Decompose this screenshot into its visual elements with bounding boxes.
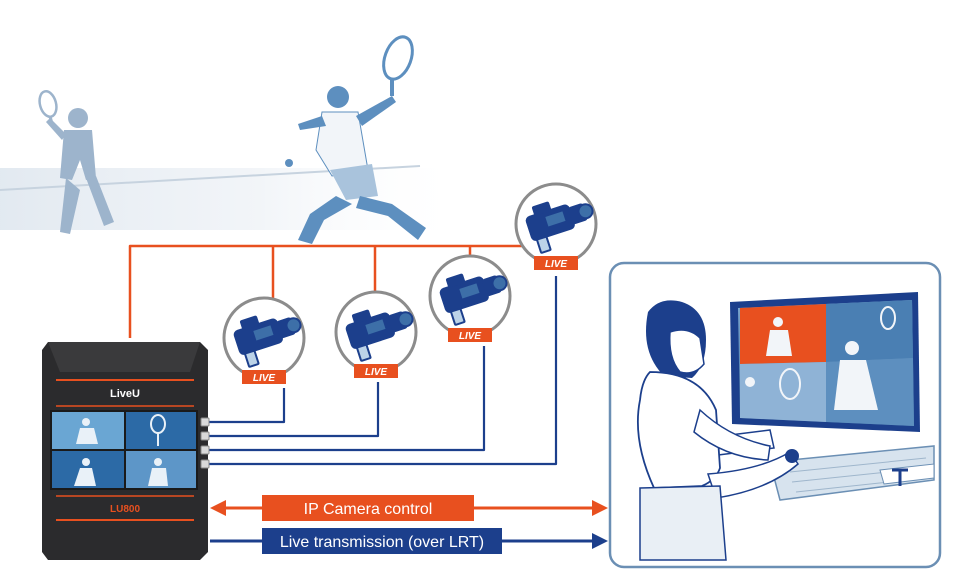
device-ports <box>200 417 210 469</box>
joystick-icon <box>892 468 908 486</box>
tennis-player-icon <box>285 35 426 244</box>
live-badge-label: LIVE <box>253 373 276 384</box>
live-badge-label: LIVE <box>545 259 568 270</box>
ip-camera-control-link: IP Camera control <box>210 495 608 521</box>
device-screen <box>50 410 198 490</box>
tennis-player-icon <box>38 90 114 234</box>
live-badge-label: LIVE <box>365 367 388 378</box>
ip-camera-control-label: IP Camera control <box>304 501 433 518</box>
navy-connection-lines <box>207 276 558 466</box>
chair-icon <box>639 485 727 561</box>
arrow-right-icon <box>592 533 608 549</box>
tennis-ball-icon <box>285 159 293 167</box>
court-band <box>0 168 470 230</box>
camera-1[interactable]: LIVE <box>222 296 309 384</box>
live-transmission-label: Live transmission (over LRT) <box>280 534 484 551</box>
operator-panel <box>608 261 942 569</box>
video-camera-icon <box>345 309 414 362</box>
camera-4[interactable]: LIVE <box>514 182 601 270</box>
live-badge <box>448 328 492 342</box>
live-transmission-link: Live transmission (over LRT) <box>210 528 608 554</box>
keyboard-icon <box>769 445 935 501</box>
camera-2[interactable]: LIVE <box>334 290 421 378</box>
device-model-label: LU800 <box>110 504 140 515</box>
video-camera-icon <box>525 201 594 254</box>
lu800-device[interactable]: LiveU LU800 <box>42 342 210 560</box>
live-badge-label: LIVE <box>459 331 482 342</box>
camera-group: LIVE LIVE LIVE LIVE <box>222 182 601 384</box>
device-brand-label: LiveU <box>110 388 140 400</box>
monitor <box>730 292 920 432</box>
arrow-left-icon <box>210 500 226 516</box>
video-camera-icon <box>233 315 302 368</box>
screen-tile-2 <box>126 412 196 449</box>
live-badge <box>354 364 398 378</box>
camera-3[interactable]: LIVE <box>428 254 515 342</box>
arrow-right-icon <box>592 500 608 516</box>
operator-at-workstation-icon <box>637 300 799 561</box>
live-badge <box>534 256 578 270</box>
tennis-scene <box>0 35 470 244</box>
live-badge <box>242 370 286 384</box>
video-camera-icon <box>439 273 508 326</box>
